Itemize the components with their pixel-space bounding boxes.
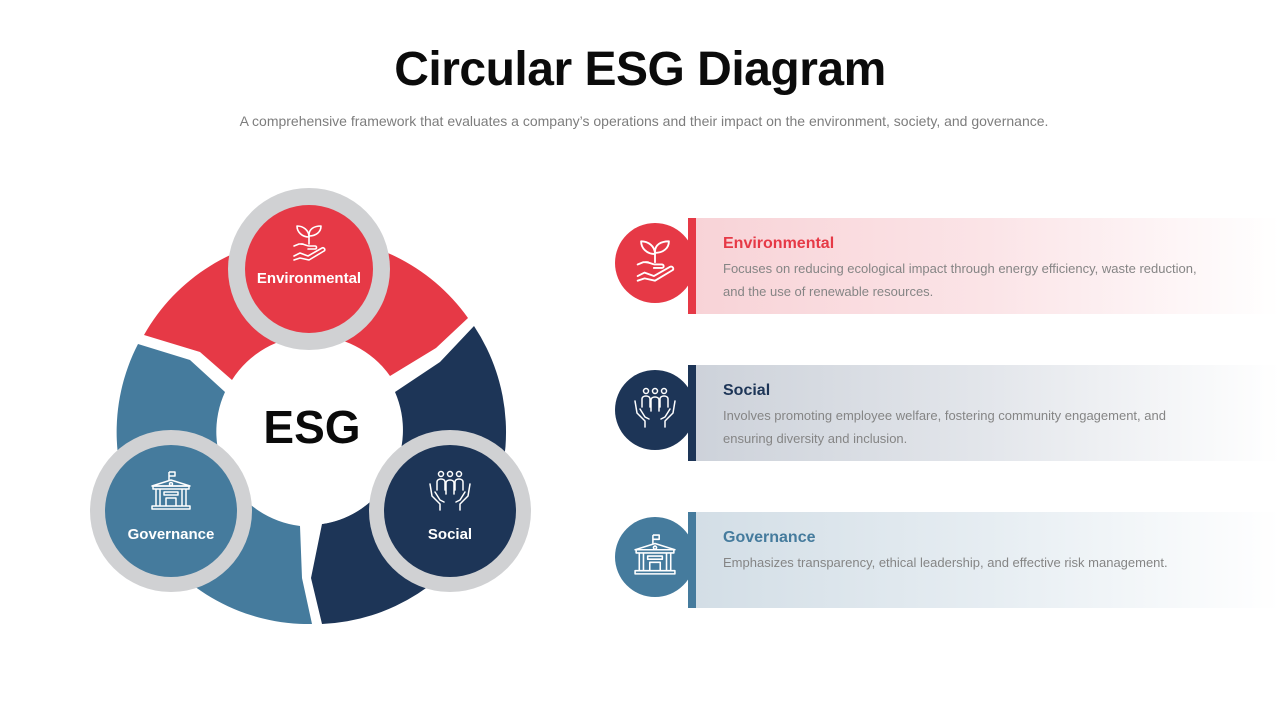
card-social: Social Involves promoting employee welfa… [615, 365, 1280, 461]
card-icon-circle-environmental [615, 223, 695, 303]
bubble-label-social: Social [427, 526, 473, 543]
plant-in-hand-icon [293, 225, 326, 261]
bubble-label-environmental: Environmental [256, 270, 362, 287]
bubble-environmental[interactable] [228, 188, 390, 350]
page-subtitle: A comprehensive framework that evaluates… [239, 113, 1049, 129]
card-accent-bar [688, 512, 696, 608]
card-background [696, 512, 1280, 608]
card-accent-bar [688, 365, 696, 461]
bubble-governance[interactable] [90, 430, 252, 592]
bubble-social[interactable] [369, 430, 531, 592]
card-description: Involves promoting employee welfare, fos… [723, 408, 1166, 446]
card-icon-circle-social [615, 370, 695, 450]
esg-center-label: ESG [263, 401, 361, 453]
people-in-hands-icon [634, 387, 676, 428]
card-description: Emphasizes transparency, ethical leaders… [723, 555, 1168, 570]
card-title: Governance [723, 529, 816, 546]
card-environmental: Environmental Focuses on reducing ecolog… [615, 218, 1280, 314]
page-title: Circular ESG Diagram [394, 43, 886, 96]
card-background [696, 365, 1280, 461]
people-in-hands-icon [429, 470, 471, 511]
card-governance: Governance Emphasizes transparency, ethi… [615, 512, 1280, 608]
card-description: Focuses on reducing ecological impact th… [723, 261, 1197, 299]
plant-in-hand-icon [636, 240, 675, 282]
government-building-icon [151, 471, 191, 510]
card-accent-bar [688, 218, 696, 314]
card-title: Social [723, 382, 771, 399]
bubble-label-governance: Governance [127, 526, 215, 543]
card-title: Environmental [723, 235, 835, 252]
card-icon-circle-governance [615, 517, 695, 597]
government-building-icon [634, 534, 676, 575]
esg-circular-diagram: ESG Environmental Social Governance [0, 0, 620, 720]
card-background [696, 218, 1280, 314]
